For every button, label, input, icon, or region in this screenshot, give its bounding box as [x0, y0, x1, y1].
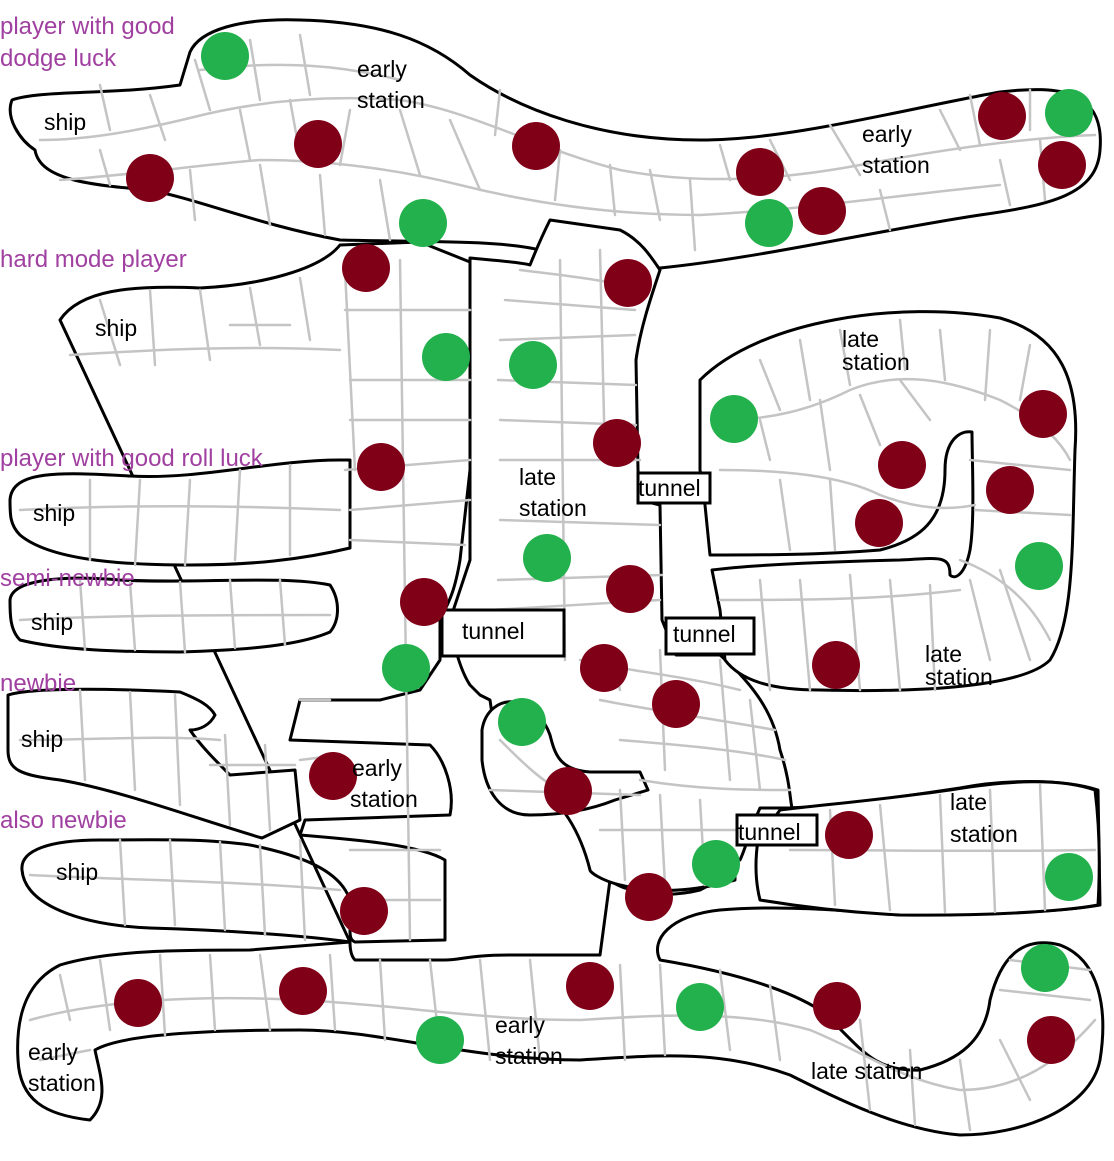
legend-dodge-luck: player with good: [0, 13, 175, 40]
path-lower-right-band: [754, 780, 1101, 917]
hazard-space: [544, 767, 592, 815]
tunnels: [440, 471, 819, 847]
hazard-space: [294, 120, 342, 168]
safe-space: [382, 644, 430, 692]
early-station-label: station: [357, 87, 425, 113]
late-station-label: late: [950, 789, 987, 815]
player-legend: player with good dodge luck hard mode pl…: [0, 13, 264, 834]
hazard-space: [604, 259, 652, 307]
hazard-space: [114, 979, 162, 1027]
safe-space: [1015, 542, 1063, 590]
early-station-label: early: [495, 1012, 545, 1038]
legend-dodge-luck: dodge luck: [0, 45, 117, 72]
tunnel-box-upper-right: [636, 471, 712, 505]
safe-space: [710, 395, 758, 443]
hazard-space: [400, 578, 448, 626]
early-station-label: early: [352, 755, 402, 781]
hazard-space: [340, 887, 388, 935]
hazard-space: [978, 92, 1026, 140]
legend-semi-newbie: semi-newbie: [0, 565, 135, 592]
hazard-space: [512, 122, 560, 170]
safe-spaces: [201, 32, 1093, 1064]
safe-space: [399, 199, 447, 247]
late-station-label: station: [950, 821, 1018, 847]
hazard-space: [342, 244, 390, 292]
hazard-space: [1038, 141, 1086, 189]
hazard-space: [606, 565, 654, 613]
tunnel-box-lower-right: [735, 813, 819, 847]
early-station-label: early: [28, 1039, 78, 1065]
late-station-label: late: [925, 641, 962, 667]
hazard-space: [593, 419, 641, 467]
safe-space: [692, 840, 740, 888]
tunnel-box-left: [440, 608, 566, 658]
hazard-space: [566, 962, 614, 1010]
early-station-label: early: [862, 121, 912, 147]
tunnel-label: tunnel: [638, 475, 701, 501]
legend-newbie: newbie: [0, 670, 76, 697]
ship-label: ship: [95, 315, 137, 341]
safe-space: [509, 341, 557, 389]
hazard-space: [812, 641, 860, 689]
ship-label: ship: [31, 609, 73, 635]
safe-space: [416, 1016, 464, 1064]
safe-space: [676, 983, 724, 1031]
hazard-space: [878, 441, 926, 489]
tunnel-label: tunnel: [673, 621, 736, 647]
tunnel-label: tunnel: [738, 819, 801, 845]
ship-label: ship: [56, 859, 98, 885]
hazard-space: [825, 811, 873, 859]
early-station-label: station: [495, 1043, 563, 1069]
hazard-space: [1027, 1016, 1075, 1064]
hazard-spaces: [114, 92, 1086, 1064]
late-station-label: late station: [811, 1058, 922, 1084]
hazard-space: [357, 443, 405, 491]
early-station-label: station: [350, 786, 418, 812]
ship-label: ship: [44, 109, 86, 135]
late-station-label: station: [842, 349, 910, 375]
tunnel-label: tunnel: [462, 618, 525, 644]
hazard-space: [279, 967, 327, 1015]
safe-space: [523, 534, 571, 582]
hazard-space: [309, 752, 357, 800]
legend-roll-luck: player with good roll luck: [0, 445, 264, 472]
hazard-space: [798, 187, 846, 235]
safe-space: [498, 698, 546, 746]
ship-label: ship: [21, 726, 63, 752]
hazard-space: [625, 873, 673, 921]
hazard-space: [652, 680, 700, 728]
safe-space: [422, 333, 470, 381]
legend-also-newbie: also newbie: [0, 807, 127, 834]
safe-space: [1021, 944, 1069, 992]
late-station-label: station: [519, 495, 587, 521]
ship-label: ship: [33, 500, 75, 526]
early-station-label: early: [357, 56, 407, 82]
early-station-label: station: [28, 1070, 96, 1096]
late-station-label: station: [925, 664, 993, 690]
map-labels: ship ship ship ship ship ship early stat…: [21, 56, 1018, 1096]
late-station-label: late: [842, 326, 879, 352]
hazard-space: [855, 499, 903, 547]
late-station-label: late: [519, 464, 556, 490]
hazard-space: [1019, 390, 1067, 438]
safe-space: [745, 199, 793, 247]
hazard-space: [813, 982, 861, 1030]
safe-space: [1045, 89, 1093, 137]
hazard-space: [986, 466, 1034, 514]
legend-hard-mode: hard mode player: [0, 246, 187, 273]
hazard-space: [736, 148, 784, 196]
safe-space: [1045, 853, 1093, 901]
hazard-space: [580, 644, 628, 692]
early-station-label: station: [862, 152, 930, 178]
safe-space: [201, 32, 249, 80]
tunnel-box-mid-right: [664, 616, 756, 656]
hazard-space: [126, 154, 174, 202]
